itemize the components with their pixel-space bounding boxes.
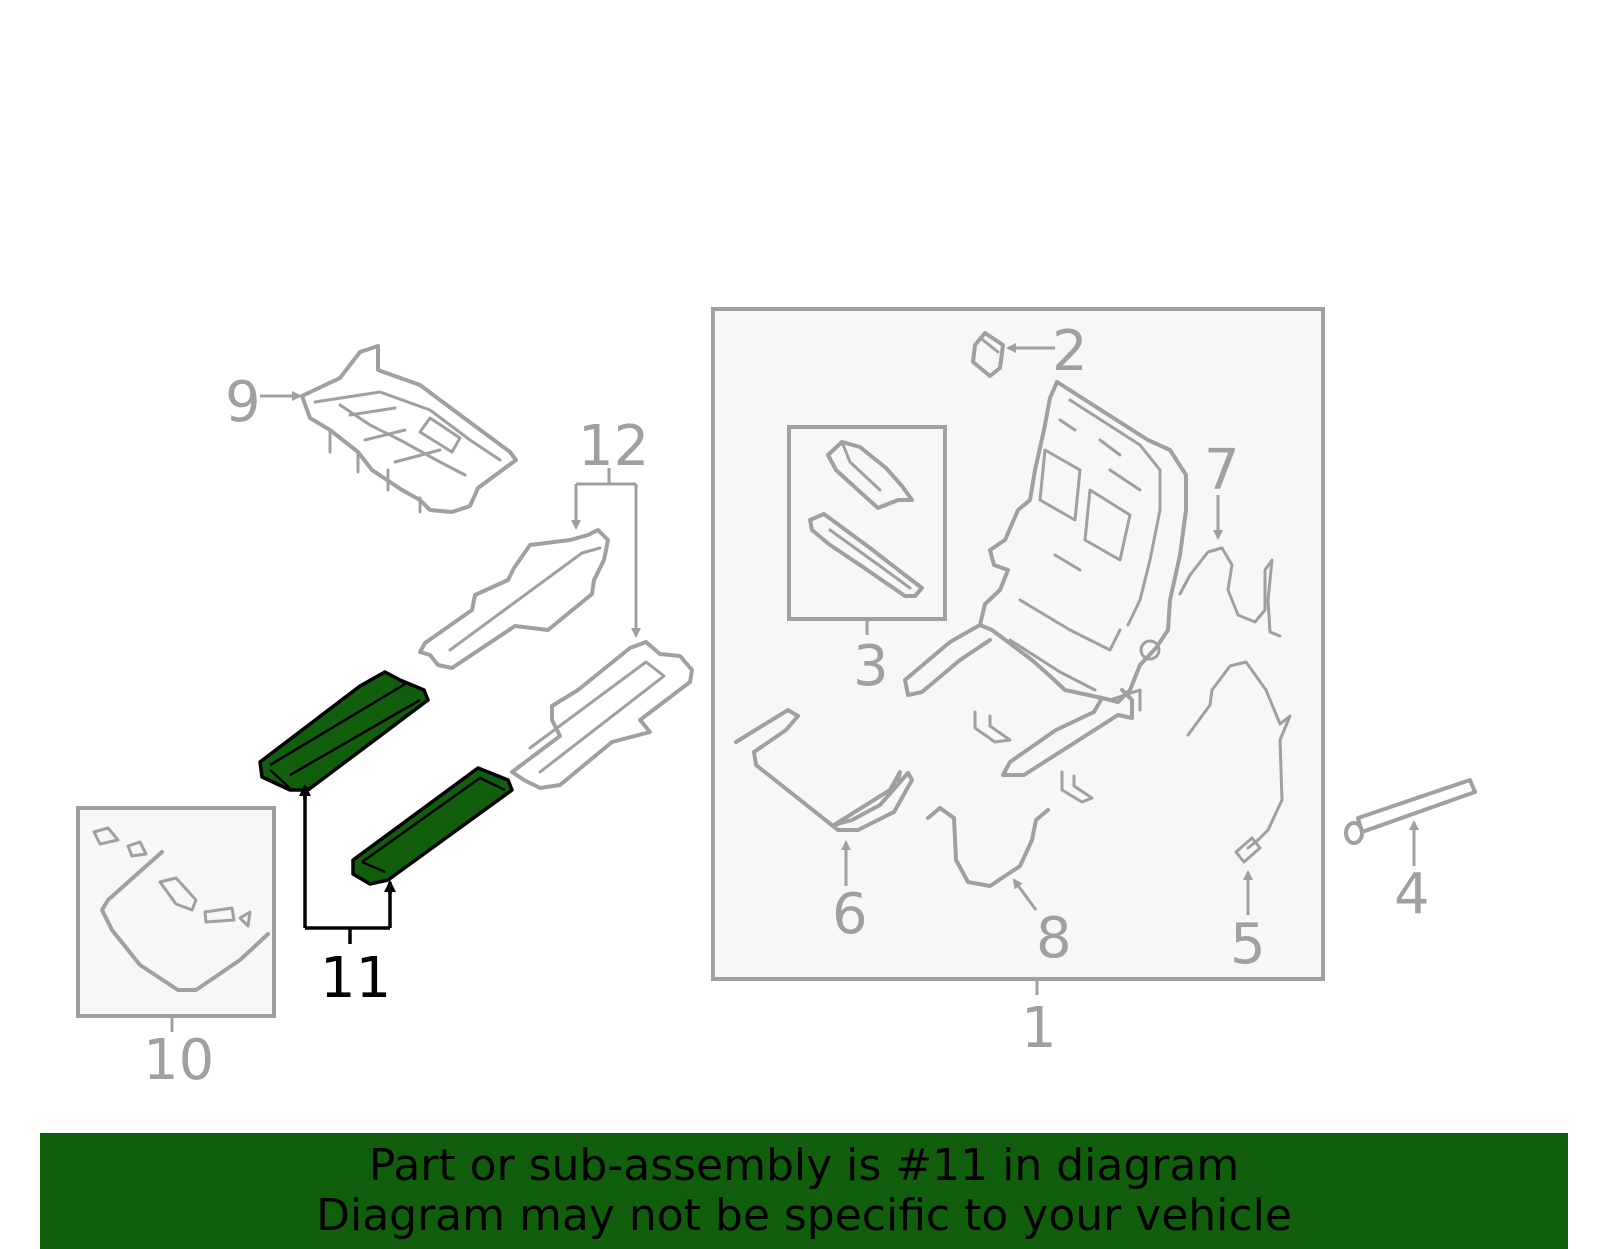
part-7-cable bbox=[1178, 546, 1282, 638]
callout-2: 2 bbox=[1052, 319, 1088, 384]
part-5-end bbox=[1234, 836, 1262, 864]
callout-3: 3 bbox=[853, 634, 889, 699]
part-12-drawing bbox=[418, 528, 694, 790]
callout-10: 10 bbox=[143, 1028, 214, 1093]
callout-8: 8 bbox=[1036, 906, 1072, 971]
part-9-drawing bbox=[300, 344, 518, 514]
part-3-drawing bbox=[808, 440, 924, 598]
callout-4: 4 bbox=[1394, 862, 1430, 927]
part-10-box bbox=[76, 806, 276, 1018]
callout-9: 9 bbox=[225, 370, 261, 435]
callout-7: 7 bbox=[1204, 438, 1240, 503]
part-10-drawing bbox=[92, 826, 270, 992]
part-6-wire bbox=[734, 708, 914, 832]
bracket-b bbox=[1060, 770, 1094, 804]
part-2-drawing bbox=[971, 331, 1005, 378]
banner-line-1: Part or sub-assembly is #11 in diagram bbox=[368, 1140, 1240, 1191]
callout-11: 11 bbox=[320, 946, 391, 1011]
bracket-a bbox=[973, 710, 1012, 744]
leader-8 bbox=[1012, 878, 1038, 911]
callout-12: 12 bbox=[578, 414, 649, 479]
callout-1: 1 bbox=[1021, 996, 1057, 1061]
part-8-wire bbox=[926, 806, 1050, 888]
leader-11 bbox=[303, 790, 392, 944]
callout-6: 6 bbox=[832, 882, 868, 947]
part-1-seat-frame bbox=[903, 380, 1188, 777]
banner-line-2: Diagram may not be specific to your vehi… bbox=[316, 1190, 1292, 1241]
part-11-drawing bbox=[258, 670, 514, 886]
part-4-drawing bbox=[1344, 778, 1477, 845]
callout-5: 5 bbox=[1230, 912, 1266, 977]
part-5-cable bbox=[1186, 660, 1292, 850]
info-banner: Part or sub-assembly is #11 in diagram D… bbox=[40, 1133, 1568, 1249]
leader-12 bbox=[574, 468, 638, 628]
